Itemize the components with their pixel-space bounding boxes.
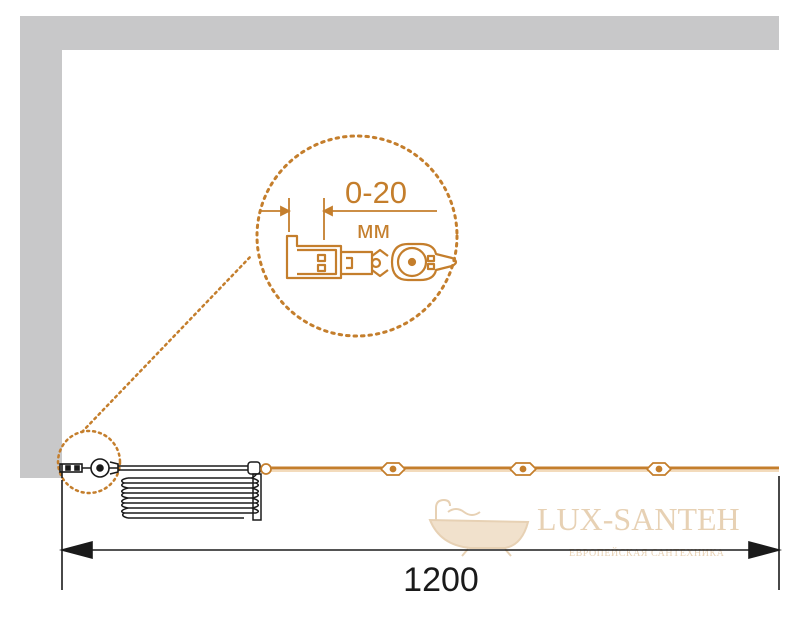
detail-dimension-value: 0-20 — [345, 175, 407, 210]
detail-magnified: 0-20 мм — [257, 136, 457, 336]
dimension-arrow-left — [62, 542, 92, 558]
hinge-3 — [647, 463, 671, 475]
watermark-brand: LUX-SANTEH — [537, 501, 740, 537]
detail-dimension-unit: мм — [357, 217, 390, 244]
watermark-tagline: ЕВРОПЕЙСКАЯ САНТЕХНИКА — [569, 547, 725, 559]
bathtub-logo-icon — [430, 500, 528, 556]
hinge-2 — [510, 463, 536, 475]
hinge-1 — [381, 463, 405, 475]
detail-leader-line — [82, 255, 252, 432]
dimension-arrow-right — [749, 542, 779, 558]
overall-width-label: 1200 — [403, 561, 479, 599]
wall-profile — [60, 459, 118, 478]
folded-door-panels — [118, 462, 261, 520]
sliding-door-track — [261, 463, 779, 475]
end-hinge — [261, 464, 271, 474]
